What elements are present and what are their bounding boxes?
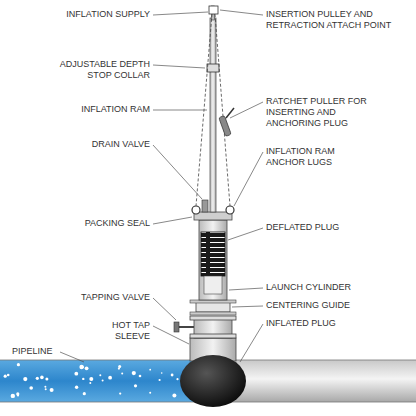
water-bubble: [121, 373, 123, 375]
callout-label: ADJUSTABLE DEPTH STOP COLLAR: [50, 59, 150, 81]
water-bubble: [44, 386, 46, 388]
callout-label: LAUNCH CYLINDER: [266, 282, 406, 293]
water-bubble: [172, 394, 176, 398]
water-bubble: [108, 376, 112, 380]
water-bubble: [23, 377, 27, 381]
callout-label: INFLATION RAM ANCHOR LUGS: [266, 146, 366, 168]
water-bubble: [45, 378, 48, 381]
water-bubble: [119, 393, 121, 395]
callout-label: PIPELINE: [12, 346, 72, 357]
water-bubble: [149, 392, 151, 394]
callout-label: TAPPING VALVE: [10, 292, 150, 303]
water-bubble: [74, 372, 78, 376]
water-bubble: [118, 368, 120, 370]
water-bubble: [149, 369, 151, 371]
callout-label: DEFLATED PLUG: [266, 222, 406, 233]
water-bubble: [161, 372, 163, 374]
water-bubble: [29, 386, 33, 390]
water-bubble: [83, 392, 86, 395]
water-bubble: [40, 376, 44, 380]
water-bubble: [82, 378, 84, 380]
water-bubble: [45, 388, 47, 390]
callout-label: DRAIN VALVE: [10, 139, 150, 150]
water-bubble: [176, 378, 178, 380]
water-bubble: [89, 382, 91, 384]
callout-label: PACKING SEAL: [10, 218, 150, 229]
water-bubble: [36, 377, 39, 380]
water-bubble: [4, 375, 7, 378]
callout-label: INFLATION SUPPLY: [10, 9, 150, 20]
water-bubble: [75, 386, 78, 389]
callout-label: INFLATION RAM: [10, 104, 150, 115]
water-bubble: [7, 374, 10, 377]
water-bubble: [132, 371, 136, 375]
water-bubble: [171, 374, 174, 377]
water-bubble: [99, 374, 101, 376]
callout-label: INFLATED PLUG: [266, 318, 406, 329]
water-bubble: [89, 377, 93, 381]
callout-label: INSERTION PULLEY AND RETRACTION ATTACH P…: [266, 9, 406, 31]
water-bubble: [17, 363, 20, 366]
water-bubble: [17, 394, 19, 396]
callout-label: CENTERING GUIDE: [266, 300, 406, 311]
water-bubble: [102, 380, 104, 382]
water-bubble: [85, 366, 89, 370]
callout-label: HOT TAP SLEEVE: [90, 320, 150, 342]
water-bubble: [50, 388, 54, 392]
water-bubble: [134, 384, 137, 387]
water-bubble: [159, 379, 161, 381]
callout-label: RATCHET PULLER FOR INSERTING AND ANCHORI…: [266, 96, 376, 129]
water-bubble: [79, 365, 83, 369]
water-bubble: [139, 375, 142, 378]
water-bubble: [11, 394, 15, 398]
